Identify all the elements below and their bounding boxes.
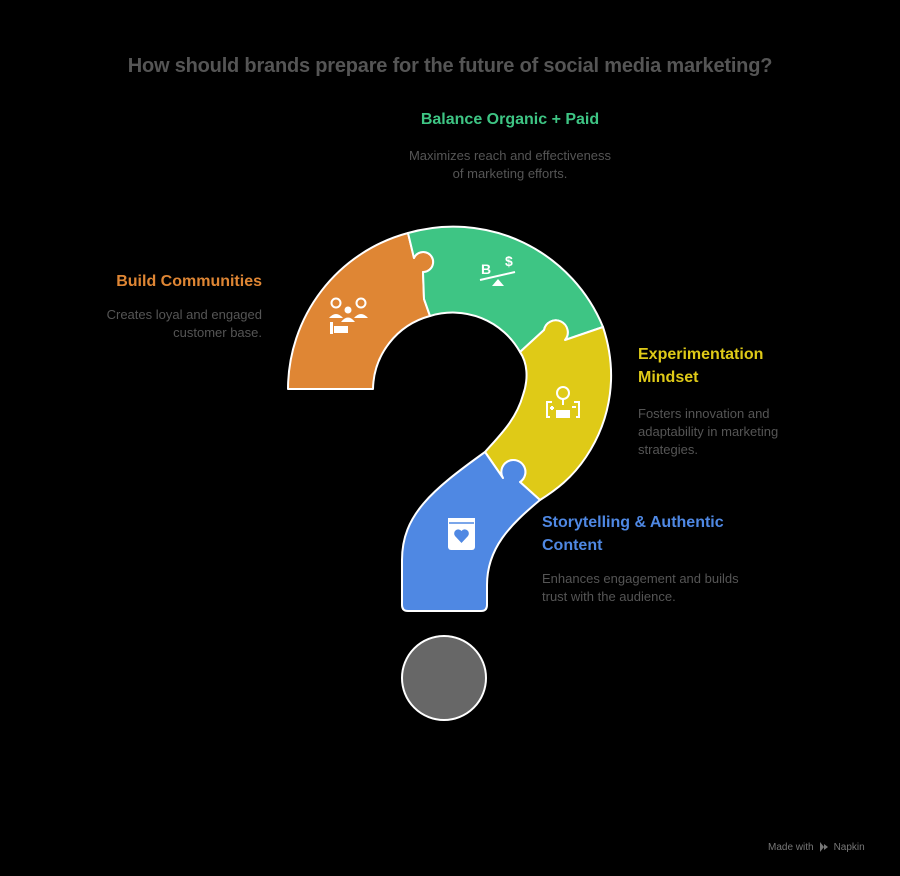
question-mark-dot [401,635,487,721]
community-icon [329,297,368,334]
svg-text:$: $ [505,253,513,269]
label-build-communities: Build Communities [116,273,262,290]
label-storytelling: Storytelling & Authentic Content [542,514,724,554]
desc-build-communities: Creates loyal and engaged customer base. [106,307,262,340]
desc-storytelling: Enhances engagement and builds trust wit… [542,571,739,604]
page-title: How should brands prepare for the future… [127,55,773,77]
balance-scale-icon: B $ [479,253,516,286]
footer-attribution: Made with Napkin [768,841,865,853]
napkin-brand: Napkin [833,841,865,853]
made-with-text: Made with [768,841,814,853]
napkin-logo-icon [819,842,828,852]
desc-experimentation: Fosters innovation and adaptability in m… [638,406,779,457]
desc-balance-organic-paid: Maximizes reach and effectiveness of mar… [408,148,612,181]
lightbulb-battery-icon [546,386,580,418]
label-balance-organic-paid: Balance Organic + Paid [420,111,600,128]
segment-balance-organic-paid [407,225,604,353]
segment-build-communities [287,232,435,390]
heart-book-icon [448,518,475,550]
label-experimentation: Experimentation Mindset [638,346,764,386]
svg-text:B: B [481,261,491,277]
